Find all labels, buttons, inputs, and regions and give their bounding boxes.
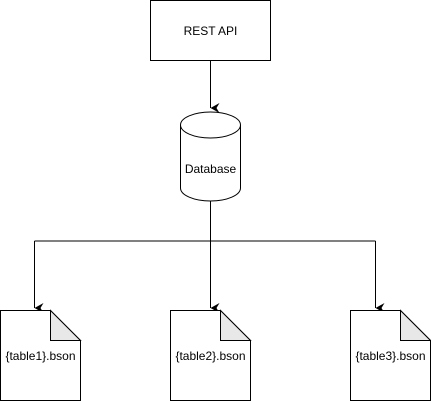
rest-api-box [150, 0, 271, 61]
database-node[interactable]: Database [180, 111, 241, 202]
database-cylinder-top-rim [180, 124, 241, 139]
file-label: {table3}.bson [355, 349, 425, 363]
database-cylinder-body [180, 111, 241, 202]
rest-api-label: REST API [184, 24, 238, 38]
rest-api-node[interactable]: REST API [150, 0, 271, 61]
file-node-table1[interactable]: {table1}.bson [0, 309, 82, 401]
file-folded-corner [220, 309, 252, 341]
database-to-files-connectors [34, 201, 385, 313]
file-node-table2[interactable]: {table2}.bson [170, 309, 252, 401]
file-label: {table1}.bson [5, 349, 75, 363]
database-label: Database [185, 162, 237, 176]
file-folded-corner [50, 309, 82, 341]
file-folded-corner [400, 309, 431, 341]
file-node-table3[interactable]: {table3}.bson [350, 309, 431, 401]
file-label: {table2}.bson [175, 349, 245, 363]
